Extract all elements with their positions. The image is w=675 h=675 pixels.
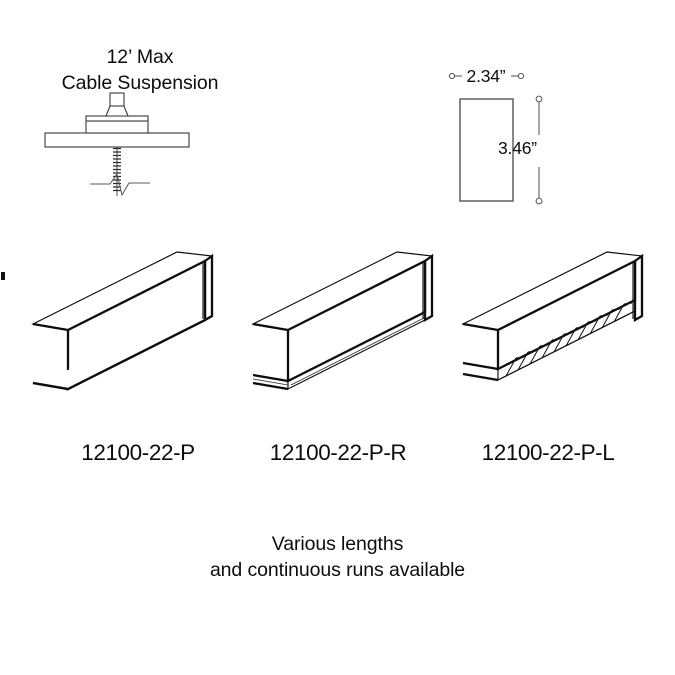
footer-note-line1: Various lengths <box>271 533 404 555</box>
suspension-note-line1: 12’ Max <box>106 46 174 68</box>
part-number-label-2: 12100-22-P-L <box>481 440 615 465</box>
width-dimension-label: 2.34” <box>466 66 506 86</box>
horizontal-dimension-icon <box>448 72 525 80</box>
fixture-illustration-1 <box>251 251 434 391</box>
edge-registration-mark <box>1 272 5 280</box>
height-dimension-label: 3.46” <box>498 138 537 158</box>
fixture-illustration-0 <box>31 251 214 391</box>
suspension-note-line2: Cable Suspension <box>61 72 219 94</box>
break-line-icon <box>90 172 150 197</box>
part-number-label-1: 12100-22-P-R <box>269 440 407 465</box>
footer-note-line2: and continuous runs available <box>209 559 466 581</box>
ceiling-mount-icon <box>44 92 190 148</box>
vertical-dimension-icon <box>535 95 543 205</box>
cross-section-profile <box>459 98 514 202</box>
part-number-label-0: 12100-22-P <box>81 440 195 465</box>
footer-note: Various lengths and continuous runs avai… <box>0 531 675 583</box>
suspension-note: 12’ Max Cable Suspension <box>0 44 280 96</box>
fixture-illustration-2 <box>461 251 644 382</box>
louver-fins <box>505 302 633 377</box>
suspension-cable-icon <box>113 147 121 196</box>
